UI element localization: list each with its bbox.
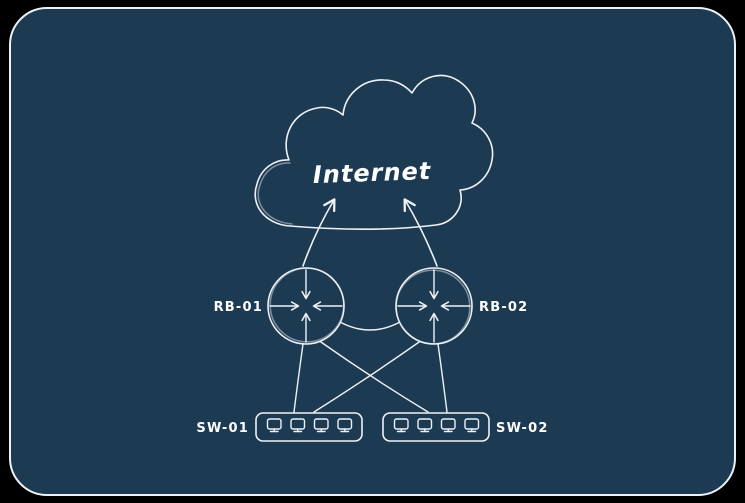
- internet-cloud: Internet: [254, 74, 494, 231]
- switch-sw01: SW-01: [196, 412, 363, 442]
- router-circle-rough: [395, 269, 471, 345]
- switch-port-icon: [313, 418, 329, 433]
- link-rb01-sw01: [293, 343, 304, 413]
- switch-sw02: SW-02: [382, 412, 549, 442]
- switch-port-icon: [417, 418, 433, 433]
- switch-sw02-label: SW-02: [496, 421, 549, 436]
- link-rb01-internet: [302, 198, 336, 267]
- link-rb01-sw02: [317, 339, 429, 413]
- router-circle-rough: [269, 267, 345, 343]
- router-rb02: RB-02: [395, 267, 528, 345]
- router-icon: [269, 269, 343, 343]
- router-rb01: RB-01: [214, 267, 345, 345]
- link-rb01-rb02: [339, 321, 401, 331]
- switch-port-icon: [290, 418, 306, 433]
- internet-label: Internet: [312, 157, 432, 189]
- switch-port-icon: [464, 418, 480, 433]
- cloud-outline-rough: [257, 162, 293, 225]
- router-rb01-label: RB-01: [214, 300, 263, 315]
- switch-port-icon: [393, 418, 409, 433]
- link-rb02-internet: [403, 198, 438, 267]
- uplinks: [302, 198, 438, 267]
- link-rb02-sw01: [313, 339, 423, 413]
- links: [293, 321, 448, 413]
- router-circle: [267, 267, 345, 345]
- switch-body: [255, 412, 363, 442]
- router-rb02-label: RB-02: [479, 300, 528, 315]
- cloud-icon: [254, 74, 494, 231]
- switch-port-icon: [440, 418, 456, 433]
- link-rb02-sw02: [437, 343, 448, 413]
- switch-body: [382, 412, 490, 442]
- router-circle: [395, 267, 473, 345]
- switch-sw01-label: SW-01: [196, 421, 249, 436]
- router-icon: [397, 269, 471, 343]
- switch-port-icon: [337, 418, 353, 433]
- switch-port-icon: [266, 418, 282, 433]
